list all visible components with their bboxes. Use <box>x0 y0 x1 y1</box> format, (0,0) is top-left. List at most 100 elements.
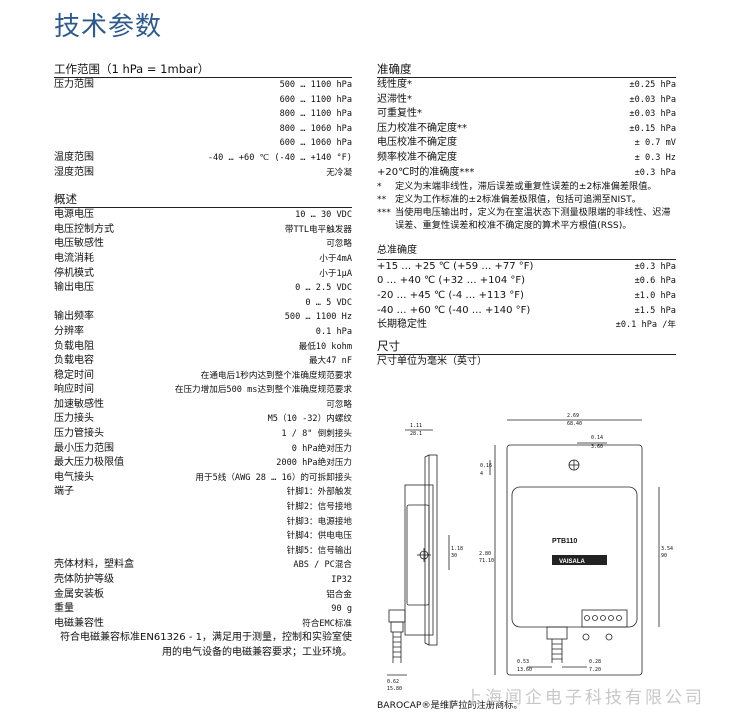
spec-label: 长期稳定性 <box>377 319 427 331</box>
spec-label: 停机模式 <box>54 267 94 279</box>
spec-value: 小于4mA <box>319 253 352 264</box>
spec-label: 电压控制方式 <box>54 223 114 235</box>
spec-row: 压力校准不确定度**±0.15 hPa <box>377 122 676 137</box>
dim-label-10: 0.62 <box>387 679 399 685</box>
spec-row: 负载电容最大47 nF <box>54 354 352 369</box>
spec-row: 可重复性* ±0.03 hPa <box>377 107 676 122</box>
spec-row: 金属安装板铝合金 <box>54 588 352 603</box>
front-housing <box>511 486 638 628</box>
spec-value: ± 0.3 Hz <box>634 152 676 163</box>
spec-value: ±0.1 hPa /年 <box>615 320 676 331</box>
spec-row: +15 … +25 ℃ (+59 … +77 °F)±0.3 hPa <box>377 260 676 275</box>
spec-value: 最大47 nF <box>308 356 352 367</box>
spec-value: 1 / 8" 倒刺接头 <box>281 429 352 440</box>
spec-row: 温度范围-40 … +60 ℃ (-40 … +140 °F) <box>54 151 352 166</box>
spec-value: ±0.15 hPa <box>629 123 676 134</box>
spec-value: ±1.5 hPa <box>634 305 676 316</box>
spec-value: 带TTL电平触发器 <box>284 224 352 235</box>
dim-label-6b: 90 <box>661 553 667 559</box>
dim-label-3b: 3.60 <box>591 444 603 450</box>
spec-value: 用于5线（AWG 28 … 16）的可拆卸接头 <box>195 472 352 483</box>
emc-note: 符合电磁兼容标准EN61326 - 1，满足用于测量，控制和实验室使用的电气设备… <box>60 632 352 658</box>
note-mark: * <box>377 181 382 193</box>
accuracy-note: **定义为工作标准的±2标准偏差极限值，包括可追溯至NIST。 <box>377 193 676 206</box>
spec-value: 针脚3：电源接地 <box>286 516 352 527</box>
spec-row: 线性度*±0.25 hPa <box>377 78 676 93</box>
spec-row: 800 … 1060 hPa <box>54 122 352 137</box>
spec-value: ±0.3 hPa <box>634 167 676 178</box>
dim-label-2b: 68.40 <box>567 421 582 427</box>
spec-label: 频率校准不确定度 <box>377 151 457 163</box>
spec-row: 800 … 1100 hPa <box>54 107 352 122</box>
spec-label: 电气接头 <box>54 471 94 483</box>
spec-value: 可忽略 <box>326 239 352 250</box>
spec-label: 0 … +40 ℃ (+32 … +104 °F) <box>377 275 526 287</box>
spec-row: 0 … +40 ℃ (+32 … +104 °F) ±0.6 hPa <box>377 274 676 289</box>
spec-row: 电压敏感性 可忽略 <box>54 237 352 252</box>
note-mark: ** <box>377 194 387 206</box>
spec-row: 电气接头 用于5线（AWG 28 … 16）的可拆卸接头 <box>54 471 352 486</box>
spec-value: ±0.03 hPa <box>629 109 676 120</box>
spec-label: 压力接头 <box>54 413 94 425</box>
spec-value: 0.1 hPa <box>315 326 352 337</box>
spec-value: 90 g <box>331 604 352 615</box>
spec-value: 0 … 2.5 VDC <box>295 283 352 294</box>
spec-value: ±0.03 hPa <box>629 94 676 105</box>
spec-row: 响应时间在压力增加后500 ms达到整个准确度规范要求 <box>54 383 352 398</box>
spec-value: ±0.6 hPa <box>634 276 676 287</box>
spec-row: 600 … 1100 hPa <box>54 93 352 108</box>
dim-label-3: 0.14 <box>591 435 603 441</box>
spec-label: 电源电压 <box>54 209 94 221</box>
spec-value: ± 0.7 mV <box>634 138 676 149</box>
spec-value: 无冷凝 <box>326 167 352 178</box>
spec-row: 加速敏感性可忽略 <box>54 398 352 413</box>
spec-value: 在通电后1秒内达到整个准确度规范要求 <box>200 370 352 381</box>
spec-value: 小于1μA <box>319 268 352 279</box>
spec-value: 800 … 1060 hPa <box>279 123 352 134</box>
spec-value: 符合EMC标准 <box>302 618 352 629</box>
section-header-general: 概述 <box>54 192 352 209</box>
accuracy-note: ***当使用电压输出时，定义为在室温状态下测量极限端的非线性、迟滞误差、重复性误… <box>377 206 676 232</box>
spec-label: 电压敏感性 <box>54 238 104 250</box>
dim-label-2: 2.69 <box>567 413 579 419</box>
trademark-footnote: BAROCAP®是维萨拉的注册商标。 <box>377 700 523 711</box>
accuracy-notes: *定义为末端非线性，滞后误差或重复性误差的±2标准偏差限值。**定义为工作标准的… <box>377 180 676 232</box>
section-header-working-range: 工作范围（1 hPa = 1mbar） <box>54 62 352 78</box>
spec-label: +15 … +25 ℃ (+59 … +77 °F) <box>377 260 534 272</box>
spec-label: 温度范围 <box>54 151 94 163</box>
spec-row: 电流消耗小于4mA <box>54 252 352 267</box>
spec-value: 0 … 5 VDC <box>305 297 352 308</box>
spec-row: 电压控制方式 带TTL电平触发器 <box>54 223 352 238</box>
dim-label-7b: 71.10 <box>479 558 494 564</box>
spec-label: 线性度* <box>377 79 412 90</box>
spec-row: 迟滞性*±0.03 hPa <box>377 93 676 108</box>
spec-row: 湿度范围无冷凝 <box>54 166 352 181</box>
note-mark: *** <box>377 207 391 219</box>
spec-row: 频率校准不确定度 ± 0.3 Hz <box>377 151 676 166</box>
spec-label: 金属安装板 <box>54 588 104 600</box>
spec-row: 针脚2：信号接地 <box>54 500 352 515</box>
spec-row: 端子针脚1：外部触发 <box>54 485 352 500</box>
spec-label: 压力管接头 <box>54 428 104 440</box>
spec-label: 最小压力范围 <box>54 442 114 454</box>
spec-label: 可重复性* <box>377 108 422 120</box>
spec-row: 针脚3：电源接地 <box>54 515 352 530</box>
front-mounting-plate <box>506 444 643 676</box>
watermark: 上海闻企电子科技有限公司 <box>465 688 705 708</box>
spec-label: 加速敏感性 <box>54 398 104 410</box>
spec-value: ±1.0 hPa <box>634 290 676 301</box>
spec-row: -40 … +60 ℃ (-40 … +140 °F)±1.5 hPa <box>377 304 676 319</box>
dim-label-8: 0.53 <box>517 659 529 665</box>
